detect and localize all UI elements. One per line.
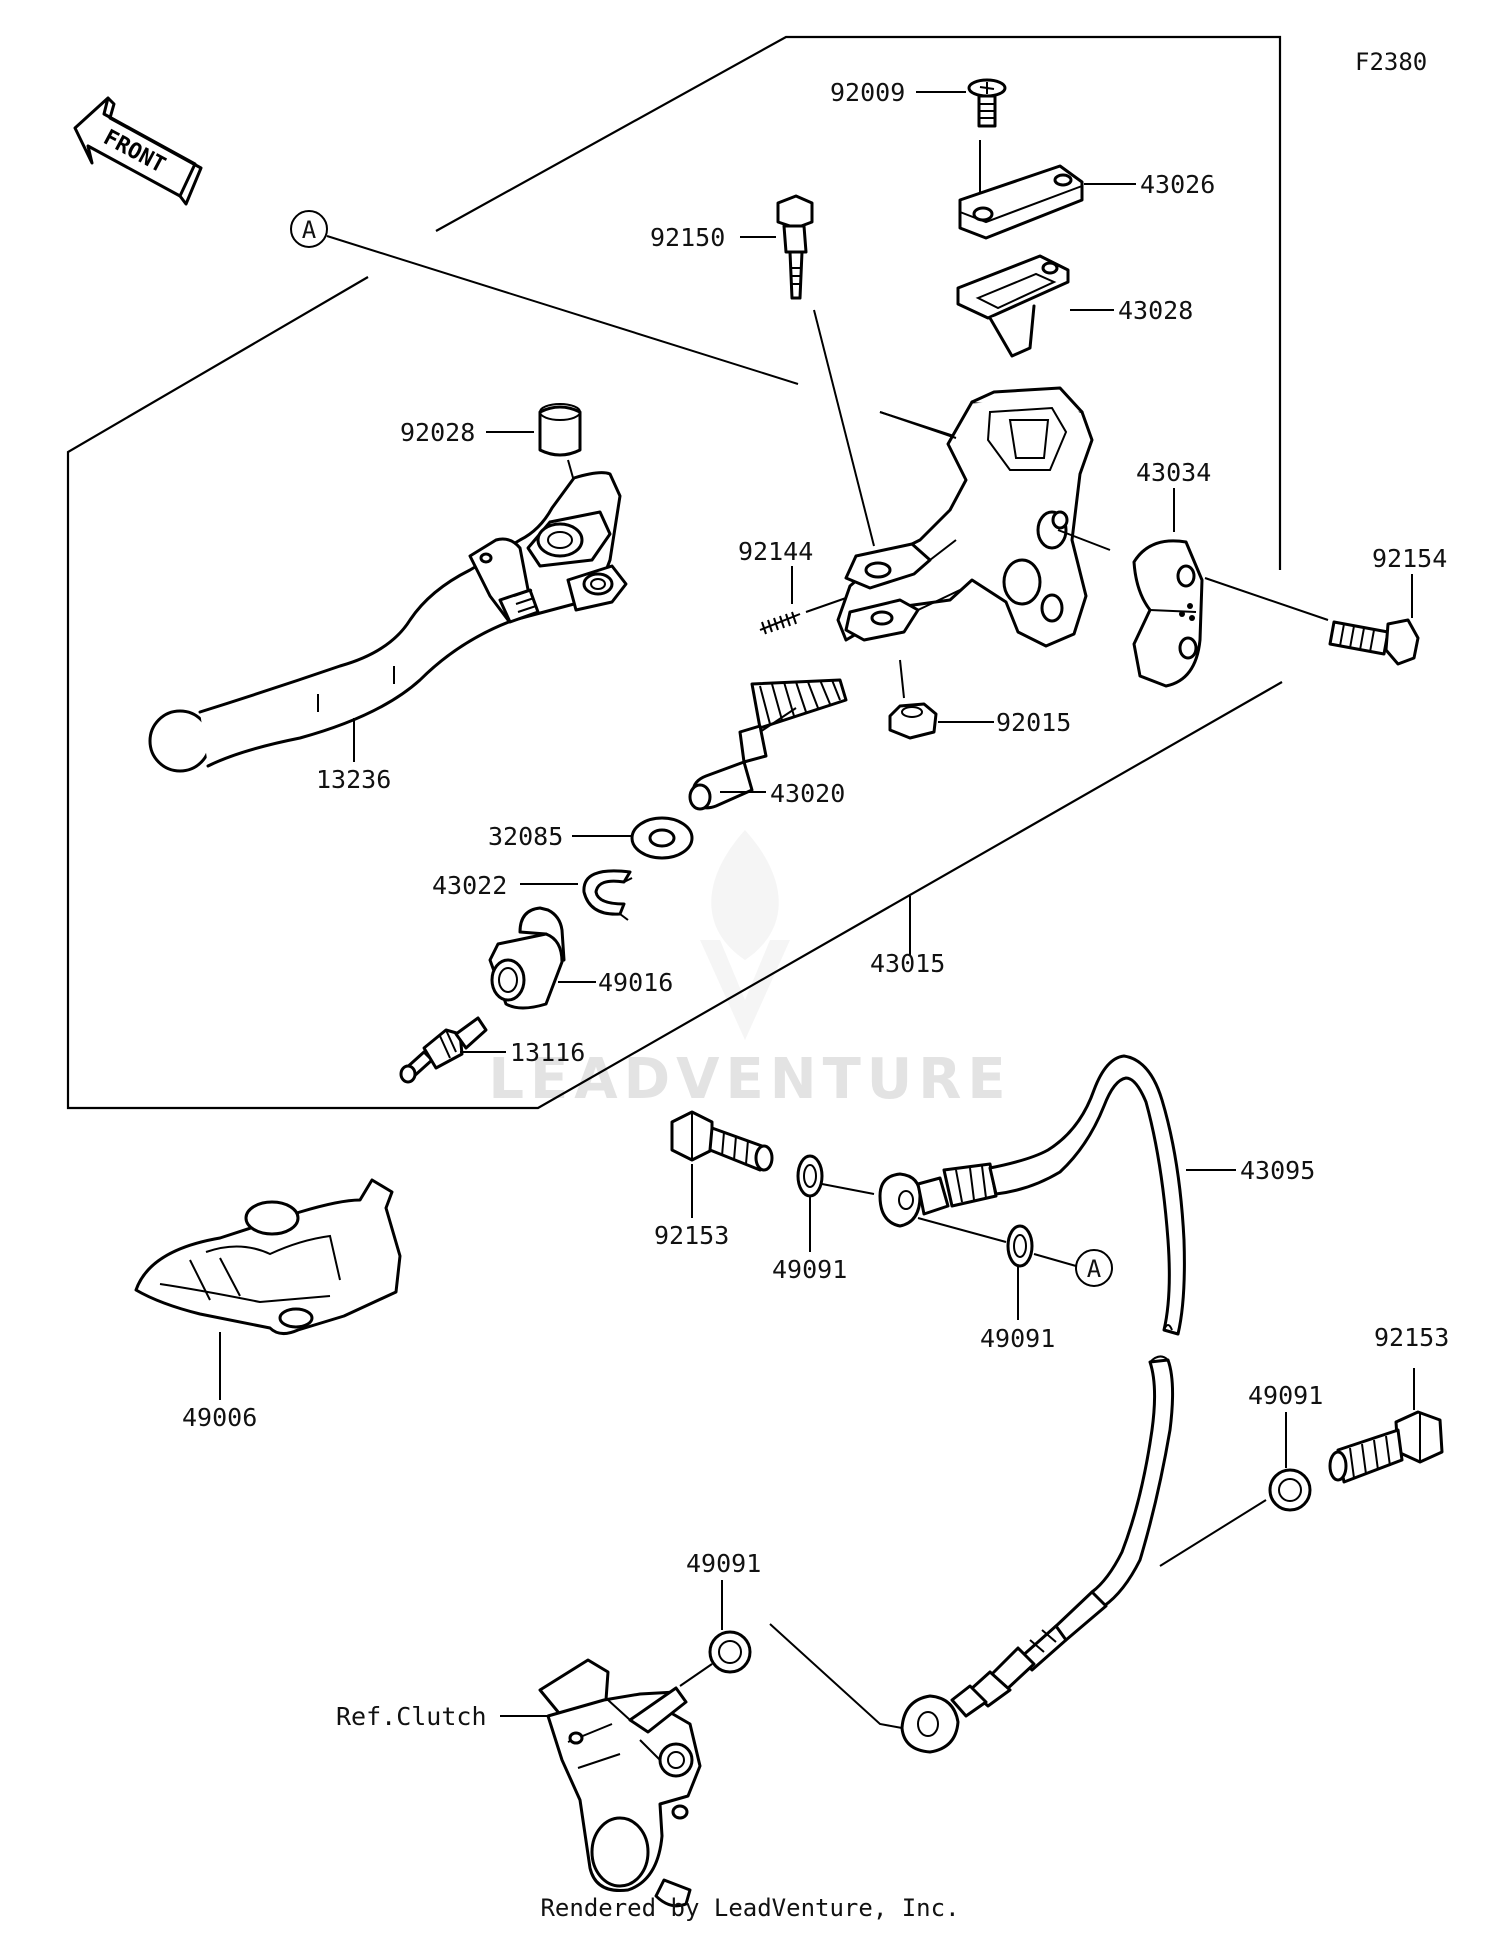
circlip-43022 (520, 869, 633, 921)
footer-credit: Rendered by LeadVenture, Inc. (540, 1894, 959, 1922)
label-92144: 92144 (738, 537, 813, 566)
svg-text:A: A (302, 216, 317, 244)
reservoir-cap-43026 (958, 164, 1136, 240)
bolt-92150 (740, 194, 875, 547)
pin-13116 (399, 1016, 506, 1084)
banjo-bolt-92153-top (670, 1110, 774, 1218)
master-cylinder-43015 (836, 386, 1111, 648)
washer-49091-d (679, 1580, 903, 1729)
boot-49016 (488, 906, 596, 1010)
banjo-bolt-92153-right (1328, 1368, 1444, 1484)
assembly-outline (66, 35, 1283, 1110)
label-49016: 49016 (598, 968, 673, 997)
label-ref-clutch: Ref.Clutch (336, 1702, 487, 1731)
label-13236: 13236 (316, 765, 391, 794)
label-43095: 43095 (1240, 1156, 1315, 1185)
reference-marker-a-top: A (290, 210, 961, 439)
washer-49091-b (1006, 1224, 1034, 1320)
label-92153-top: 92153 (654, 1221, 729, 1250)
label-92028: 92028 (400, 418, 475, 447)
push-rod-43020 (688, 678, 848, 811)
washer-32085 (572, 816, 694, 860)
label-92150: 92150 (650, 223, 725, 252)
label-49091-a: 49091 (772, 1255, 847, 1284)
label-32085: 32085 (488, 822, 563, 851)
cover-49006 (134, 1178, 402, 1400)
washer-49091-a (796, 1154, 875, 1252)
label-43022: 43022 (432, 871, 507, 900)
diaphragm-43028 (956, 254, 1114, 358)
front-arrow-icon: FRONT (73, 96, 203, 206)
label-49006: 49006 (182, 1403, 257, 1432)
watermark-text: LEADVENTURE (488, 1047, 1011, 1112)
spring-92144 (759, 566, 847, 635)
nut-92015 (888, 659, 994, 740)
clutch-lever-13236 (148, 471, 628, 773)
label-49091-b: 49091 (980, 1324, 1055, 1353)
label-43026: 43026 (1140, 170, 1215, 199)
reference-marker-a-bottom: A (917, 1217, 1113, 1287)
clamp-43034 (1132, 488, 1329, 688)
clutch-hose-43095 (878, 1054, 1236, 1754)
washer-49091-c (1159, 1412, 1312, 1567)
label-43020: 43020 (770, 779, 845, 808)
label-43015: 43015 (870, 949, 945, 978)
label-92015: 92015 (996, 708, 1071, 737)
label-13116: 13116 (510, 1038, 585, 1067)
screw-92009 (916, 78, 1007, 200)
watermark-logo (700, 830, 790, 1040)
label-92009: 92009 (830, 78, 905, 107)
label-49091-d: 49091 (686, 1549, 761, 1578)
clutch-slave-cylinder (500, 1658, 702, 1908)
diagram-code: F2380 (1355, 48, 1427, 76)
label-49091-c: 49091 (1248, 1381, 1323, 1410)
label-92153-right: 92153 (1374, 1323, 1449, 1352)
label-43028: 43028 (1118, 296, 1193, 325)
label-43034: 43034 (1136, 458, 1211, 487)
label-92154: 92154 (1372, 544, 1447, 573)
bolt-92154 (1328, 574, 1420, 666)
svg-text:A: A (1087, 1255, 1102, 1283)
